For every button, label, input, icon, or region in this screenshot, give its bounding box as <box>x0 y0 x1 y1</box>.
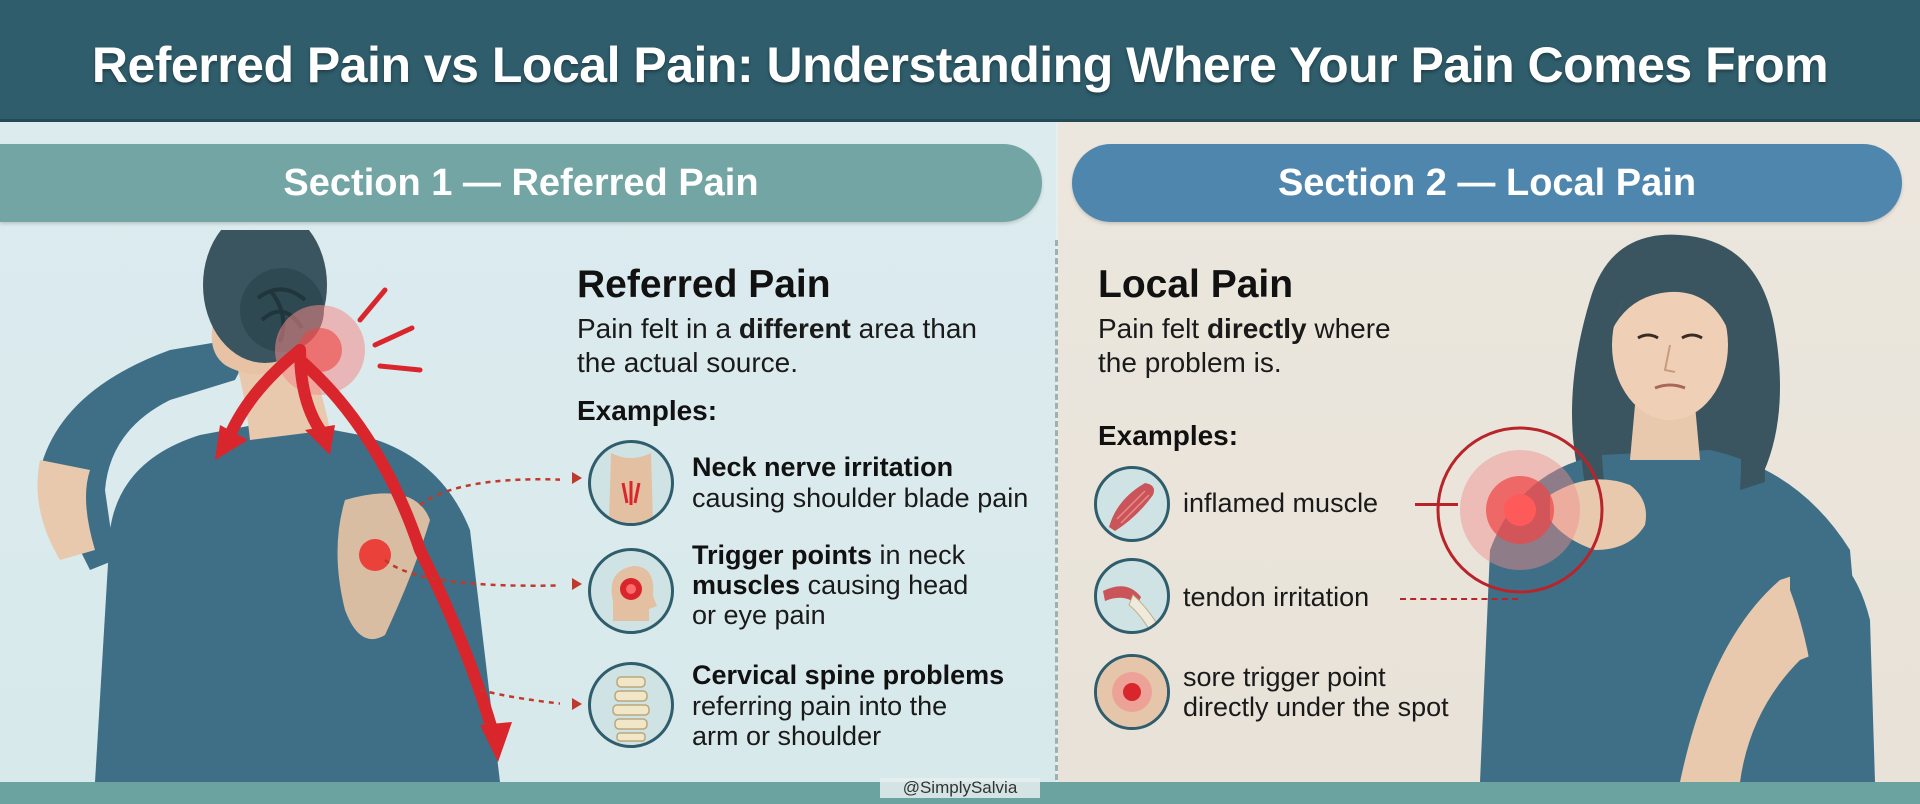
muscle-icon <box>1094 466 1170 542</box>
tendon-icon <box>1094 558 1170 634</box>
section2-banner: Section 2 — Local Pain <box>1072 144 1902 222</box>
section1-banner: Section 1 — Referred Pain <box>0 144 1042 222</box>
pointer-arrowhead <box>572 472 582 484</box>
section-divider <box>1055 240 1058 780</box>
neck-nerve-icon <box>588 440 674 526</box>
local-pain-woman-illustration <box>1436 234 1875 782</box>
referred-pain-back-illustration <box>37 230 560 782</box>
example-cervical-spine: Cervical spine problems referring pain i… <box>692 660 1005 751</box>
local-pain-description: Pain felt directly where the problem is. <box>1098 313 1391 378</box>
example-inflamed-muscle: inflamed muscle <box>1183 488 1379 518</box>
example-tendon-irritation: tendon irritation <box>1183 582 1370 612</box>
pointer-arrowhead <box>572 578 582 590</box>
title-bar: Referred Pain vs Local Pain: Understandi… <box>0 0 1920 122</box>
example-sore-trigger-point: sore trigger point directly under the sp… <box>1183 662 1449 722</box>
local-pain-heading: Local Pain <box>1098 263 1294 306</box>
referred-pain-heading: Referred Pain <box>577 263 831 306</box>
credit-watermark: @SimplySalvia <box>880 778 1040 798</box>
example-trigger-points: Trigger points in neck muscles causing h… <box>692 540 969 630</box>
page-title: Referred Pain vs Local Pain: Understandi… <box>91 37 1829 93</box>
referred-examples-label: Examples: <box>577 395 718 426</box>
example-neck-nerve: Neck nerve irritation causing shoulder b… <box>692 452 1029 513</box>
head-trigger-icon <box>588 548 674 634</box>
local-examples-label: Examples: <box>1098 420 1239 451</box>
referred-pain-description: Pain felt in a different area than the a… <box>577 313 977 378</box>
connector-line <box>1400 598 1518 600</box>
pointer-arrowhead <box>572 698 582 710</box>
trigger-point-icon <box>1094 654 1170 730</box>
cervical-spine-icon <box>588 662 674 748</box>
connector-line <box>1415 503 1458 506</box>
